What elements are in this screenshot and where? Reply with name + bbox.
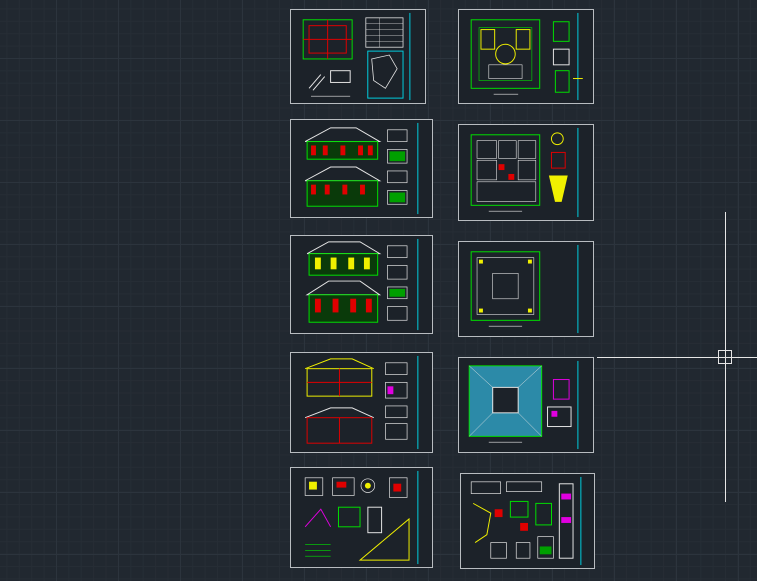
drawing-sheet-7[interactable] bbox=[290, 352, 433, 453]
drawing-sheet-3[interactable] bbox=[290, 119, 433, 218]
sheet-5-drawing bbox=[305, 238, 419, 331]
drawing-sheet-2[interactable] bbox=[458, 9, 594, 104]
crosshair-cursor-icon bbox=[718, 350, 732, 364]
sheet-8-drawing bbox=[468, 360, 579, 450]
sheet-6-drawing bbox=[470, 244, 579, 334]
drawing-sheet-10[interactable] bbox=[460, 473, 595, 569]
crosshair-vertical-line bbox=[725, 212, 726, 502]
sheet-9-drawing bbox=[304, 470, 419, 565]
drawing-sheet-4[interactable] bbox=[458, 124, 594, 221]
crosshair-horizontal-line bbox=[597, 357, 757, 358]
sheet-10-drawing bbox=[470, 476, 582, 566]
drawing-sheet-6[interactable] bbox=[458, 241, 594, 337]
drawing-sheet-8[interactable] bbox=[458, 357, 594, 453]
sheet-7-drawing bbox=[304, 355, 419, 450]
sheet-3-drawing bbox=[304, 122, 419, 215]
drawing-sheet-1[interactable] bbox=[290, 9, 426, 104]
sheet-2-drawing bbox=[470, 12, 583, 101]
sheet-1-drawing bbox=[302, 12, 411, 101]
sheet-4-drawing bbox=[470, 127, 579, 218]
drawing-sheet-5[interactable] bbox=[290, 235, 433, 334]
drawing-sheet-9[interactable] bbox=[290, 467, 433, 568]
